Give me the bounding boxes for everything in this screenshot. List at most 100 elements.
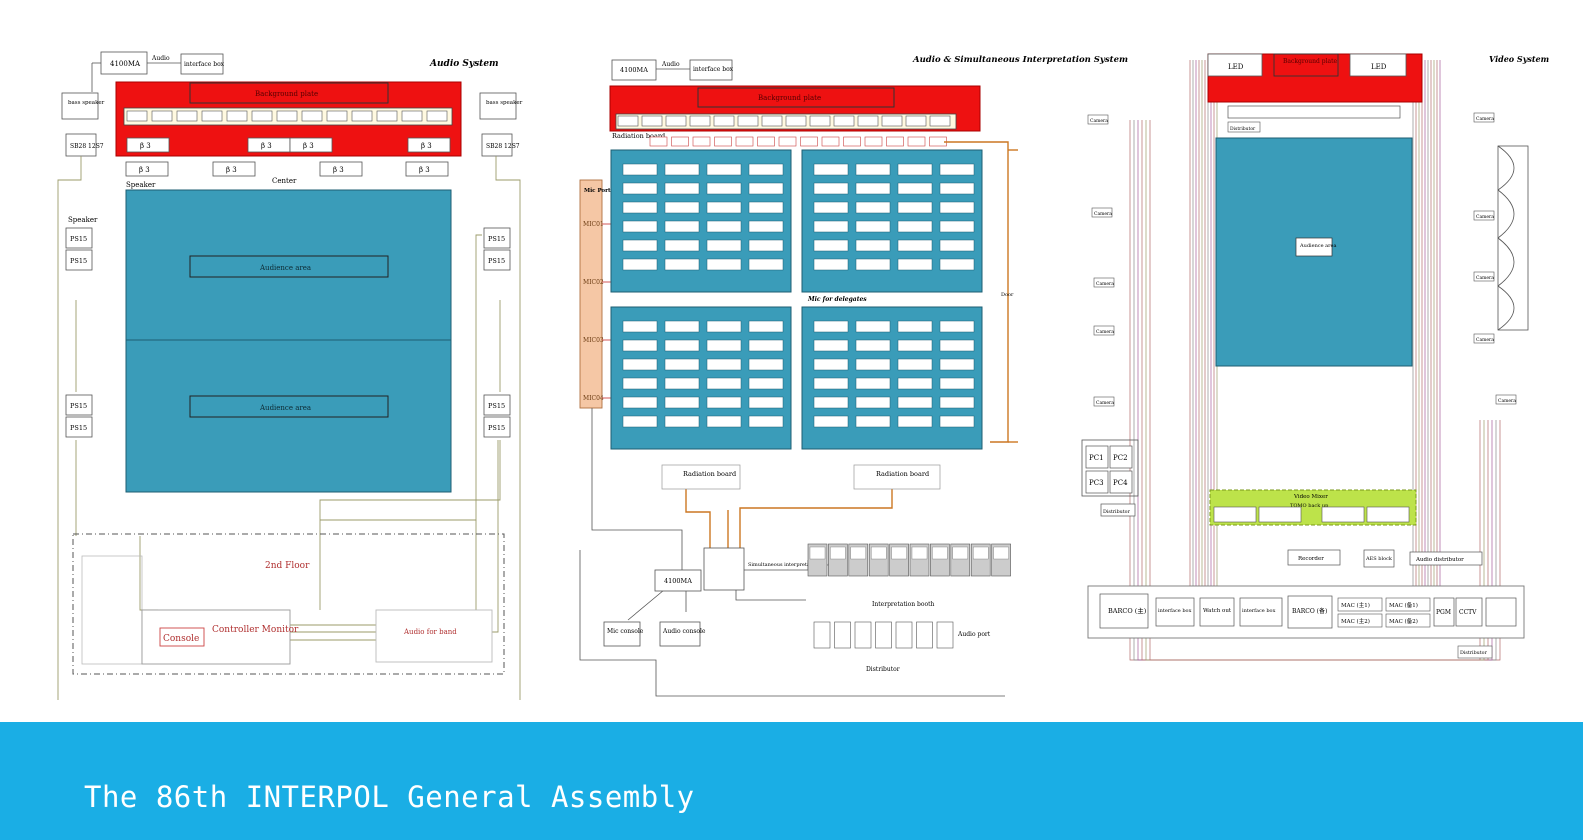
delegate-seat <box>897 377 933 390</box>
radiation-board-right-label: Radiation board <box>876 470 929 478</box>
second-floor-region <box>72 533 505 675</box>
mac-label: MAC (备2) <box>1389 617 1418 625</box>
interp-link-label: Audio <box>661 61 680 68</box>
ps15-speaker-label: PS15 <box>70 424 87 432</box>
video-mac-grid: MAC (主1)MAC (备1)MAC (主2)MAC (备2) <box>1337 597 1431 628</box>
delegate-seat <box>706 396 742 409</box>
b3-speaker-label: β 3 <box>419 166 430 174</box>
interp-backdrop-label: Background plate <box>758 94 821 102</box>
video-system-diagram: Video System LED LED Background plate Di… <box>1081 53 1549 661</box>
delegate-seat <box>706 182 742 195</box>
mac-label: MAC (备1) <box>1389 601 1418 609</box>
audio-port-unit <box>813 621 831 649</box>
delegate-seat <box>855 377 891 390</box>
delegate-seat <box>813 239 849 252</box>
stage-mic <box>929 115 951 127</box>
stage-mic <box>201 110 223 122</box>
b3-speaker <box>407 137 451 153</box>
stage-mic <box>326 110 348 122</box>
delegate-seat <box>664 182 700 195</box>
pc-distributor-label: Distributor <box>1103 509 1131 515</box>
video-camera <box>1093 277 1115 288</box>
mic-port-title: Mic Port <box>584 188 611 194</box>
radiation-board-right <box>853 464 941 490</box>
audio-backdrop-label: Background plate <box>255 90 318 98</box>
audio-port-unit <box>834 621 851 649</box>
barco-main-box <box>1099 593 1149 629</box>
delegate-seat <box>622 258 658 271</box>
ps15-speaker-label: PS15 <box>70 257 87 265</box>
delegate-seat <box>939 396 975 409</box>
ps15-speaker <box>65 227 93 249</box>
interp-bottom-mixer-label: 4100MA <box>664 577 692 585</box>
delegate-seat <box>622 239 658 252</box>
delegate-seat <box>855 220 891 233</box>
video-screen-arcs <box>1497 145 1529 331</box>
led-left <box>1207 53 1263 77</box>
interp-booth-screen <box>809 546 826 560</box>
sub-right <box>481 133 513 157</box>
video-camera-label: Camera <box>1476 214 1494 220</box>
radiator <box>800 136 818 147</box>
b3-speaker <box>289 137 333 153</box>
delegate-seat <box>664 258 700 271</box>
mac-box <box>1385 613 1431 628</box>
delegate-seat <box>664 320 700 333</box>
sub-right-label: SB28 12S7 <box>486 143 520 150</box>
b3-speaker-label: β 3 <box>421 142 432 150</box>
pc-label: PC1 <box>1089 454 1104 462</box>
video-camera <box>1093 396 1115 407</box>
delegate-seat <box>813 339 849 352</box>
radiation-board-left <box>661 464 741 490</box>
audio-side-speaker-label: Speaker <box>68 216 98 224</box>
stage-mic <box>617 115 639 127</box>
b3-speaker-label: β 3 <box>333 166 344 174</box>
interface-box-right <box>1239 597 1283 627</box>
delegate-seat <box>813 320 849 333</box>
b3-speaker <box>126 137 170 153</box>
delegate-seat <box>855 320 891 333</box>
stage-mic <box>251 110 273 122</box>
stage-mic <box>713 115 735 127</box>
audio-interface-label: interface box <box>184 61 225 68</box>
delegate-seat <box>622 182 658 195</box>
ps15-speaker-label: PS15 <box>488 235 505 243</box>
audio-port-unit <box>916 621 933 649</box>
stage-mic <box>426 110 448 122</box>
delegate-seat <box>706 320 742 333</box>
delegate-seat <box>855 201 891 214</box>
interp-title: Audio & Simultaneous Interpretation Syst… <box>912 55 1128 65</box>
delegate-seat <box>748 182 784 195</box>
door-label: Door <box>1001 292 1014 298</box>
delegate-seat <box>897 258 933 271</box>
ps15-speaker-label: PS15 <box>488 257 505 265</box>
stage-mic <box>376 110 398 122</box>
video-bottom-distributor <box>1457 645 1493 659</box>
interp-backdrop <box>697 87 895 108</box>
video-camera <box>1473 210 1495 221</box>
radiator <box>714 136 732 147</box>
pgm-box <box>1433 597 1455 627</box>
pc-label: PC2 <box>1113 454 1128 462</box>
audio-audience-label-1: Audience area <box>259 264 311 272</box>
audio-console-box <box>659 621 701 647</box>
mic-port-label: MIC04 <box>583 395 604 402</box>
interp-booth-screen <box>891 546 907 560</box>
mic-port-label: MIC03 <box>583 337 604 344</box>
ps15-speaker <box>483 394 511 416</box>
ps15-speaker <box>483 227 511 249</box>
audio-band-label: Audio for band <box>403 628 457 636</box>
led-left-label: LED <box>1228 63 1244 71</box>
audio-audience-zone-2 <box>189 395 389 418</box>
bass-speaker-right <box>479 92 517 120</box>
ps15-speaker <box>65 416 93 438</box>
bass-speaker-right-label: bass speaker <box>486 100 523 106</box>
delegate-seat <box>748 220 784 233</box>
delegate-seat <box>664 239 700 252</box>
delegate-seat <box>622 396 658 409</box>
delegate-seat <box>748 396 784 409</box>
radiator <box>821 136 840 147</box>
aes-box <box>1363 549 1395 568</box>
